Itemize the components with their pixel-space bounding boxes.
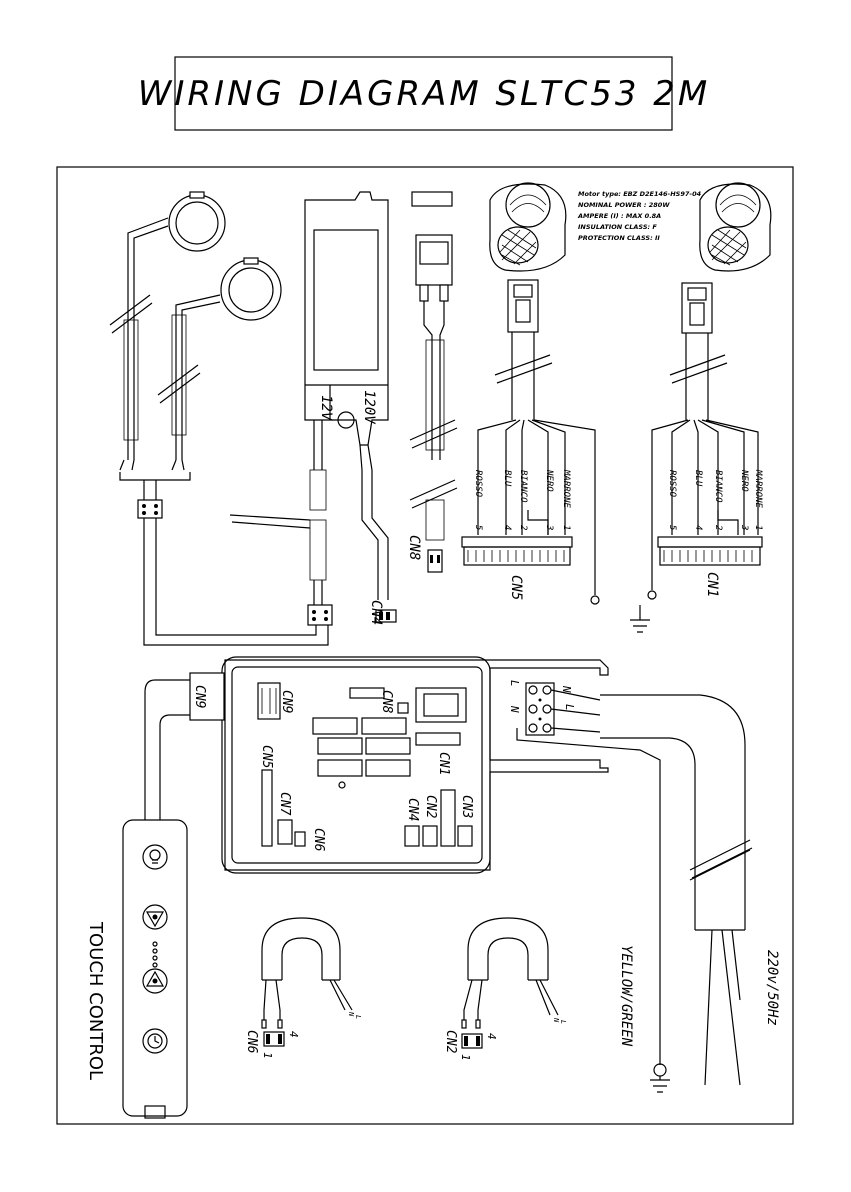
touch-control-panel[interactable] (122, 672, 225, 1119)
motor2-wire-blu: BLU (693, 470, 703, 487)
fan-minus-icon (145, 911, 165, 928)
ampere-text: AMPERE (I) : MAX 0.8A (577, 212, 661, 220)
board-cn2-label: CN2 (423, 795, 438, 819)
board-cn4-label: CN4 (405, 798, 420, 821)
motor1-pin-1: 1 (561, 525, 571, 530)
lightbulb-icon (149, 849, 161, 861)
motor2-wire-bianco: BIANCO (713, 470, 723, 503)
insulation-class-text: INSULATION CLASS: F (578, 223, 657, 231)
motor2-wire-rosso: ROSSO (667, 470, 677, 498)
cn8-top-label: CN8 (406, 535, 422, 560)
motor2-pin-1: 1 (753, 525, 763, 530)
motor1-pin-2: 2 (518, 525, 528, 530)
cn6-jumper-n: N (347, 1011, 355, 1017)
diagram-frame (56, 166, 794, 1125)
fan-up-button[interactable] (142, 968, 168, 994)
speed-indicator-dots (152, 941, 158, 968)
ground-wire-label: YELLOW/GREEN (618, 945, 634, 1047)
cn4-top-label: CN4 (368, 600, 384, 625)
cn2-jumper-n: N (552, 1017, 560, 1023)
board-cn5-label: CN5 (259, 745, 274, 769)
motor2-wire-marrone: MARRONE (753, 469, 763, 509)
fan-plus-icon (145, 970, 165, 987)
motor1-wire-blu: BLU (502, 470, 512, 487)
motor2-pin-4: 4 (693, 525, 703, 530)
light-button[interactable] (142, 844, 168, 870)
motor1-pin-4: 4 (502, 525, 512, 530)
timer-button[interactable] (142, 1028, 168, 1054)
protection-class-text: PROTECTION CLASS: II (578, 234, 660, 242)
cn2-jumper-l: L (559, 1020, 567, 1024)
nominal-power-text: NOMINAL POWER : 280W (578, 201, 670, 209)
motor2-pin-2: 2 (713, 525, 723, 530)
board-cn6-label: CN6 (311, 828, 326, 852)
fan-down-button[interactable] (142, 904, 168, 930)
touch-cn9-label: CN9 (192, 685, 207, 708)
transformer-output-label: 12V (318, 395, 334, 422)
diagram-title: WIRING DIAGRAM SLTC53 2M (138, 74, 711, 114)
board-cn7-label: CN7 (277, 792, 292, 816)
title-box (174, 56, 673, 131)
transformer-input-label: 120V (361, 390, 377, 425)
blower-motor-1 (461, 182, 600, 605)
cn2-jumper-pin-4: 4 (485, 1033, 498, 1040)
motor-type-text: Motor type: EBZ D2E146-HS97-04 (578, 190, 702, 198)
cn2-jumper-label: CN2 (443, 1030, 458, 1054)
board-cn8-label: CN8 (379, 690, 394, 714)
motor2-wire-nero: NERO (739, 469, 749, 492)
motor2-pin-3: 3 (739, 524, 749, 530)
control-board (221, 656, 609, 874)
motor2-pin-5: 5 (667, 525, 677, 530)
motor-spec: Motor type: EBZ D2E146-HS97-04 NOMINAL P… (577, 190, 702, 242)
cn6-jumper-pin-4: 4 (287, 1031, 300, 1038)
jumper-cable-cn6 (261, 917, 353, 1047)
switch-module (409, 191, 458, 573)
terminal-l-left: L (508, 680, 521, 687)
terminal-block (516, 682, 670, 1093)
halogen-lamps (109, 191, 329, 646)
mains-cable (600, 694, 753, 1086)
board-cn1-label: CN1 (436, 752, 451, 775)
terminal-l-right: L (563, 704, 576, 711)
touch-control-label: TOUCH CONTROL (85, 921, 106, 1080)
terminal-n-left: N (508, 705, 521, 713)
cn6-jumper-pin-1: 1 (261, 1052, 274, 1059)
jumper-cable-cn2 (461, 917, 559, 1049)
terminal-n-right: N (560, 685, 573, 693)
cn6-jumper-l: L (354, 1015, 362, 1019)
power-supply-label: 220v/50Hz (764, 950, 780, 1026)
cn5-top-label: CN5 (508, 575, 524, 600)
motor1-pin-5: 5 (473, 525, 483, 530)
motor1-wire-rosso: ROSSO (473, 470, 483, 498)
cn1-top-label: CN1 (704, 572, 720, 597)
cn6-jumper-label: CN6 (244, 1030, 259, 1054)
motor1-wire-bianco: BIANCO (518, 470, 528, 503)
motor1-wire-nero: NERO (544, 469, 554, 492)
clock-icon (147, 1033, 163, 1049)
board-cn3-label: CN3 (459, 795, 474, 818)
blower-motor-2 (630, 182, 772, 633)
motor1-wire-marrone: MARRONE (561, 469, 571, 509)
board-cn9-label: CN9 (279, 690, 294, 713)
cn2-jumper-pin-1: 1 (459, 1054, 472, 1061)
motor1-pin-3: 3 (544, 524, 554, 530)
transformer: 12V 120V (229, 191, 397, 626)
